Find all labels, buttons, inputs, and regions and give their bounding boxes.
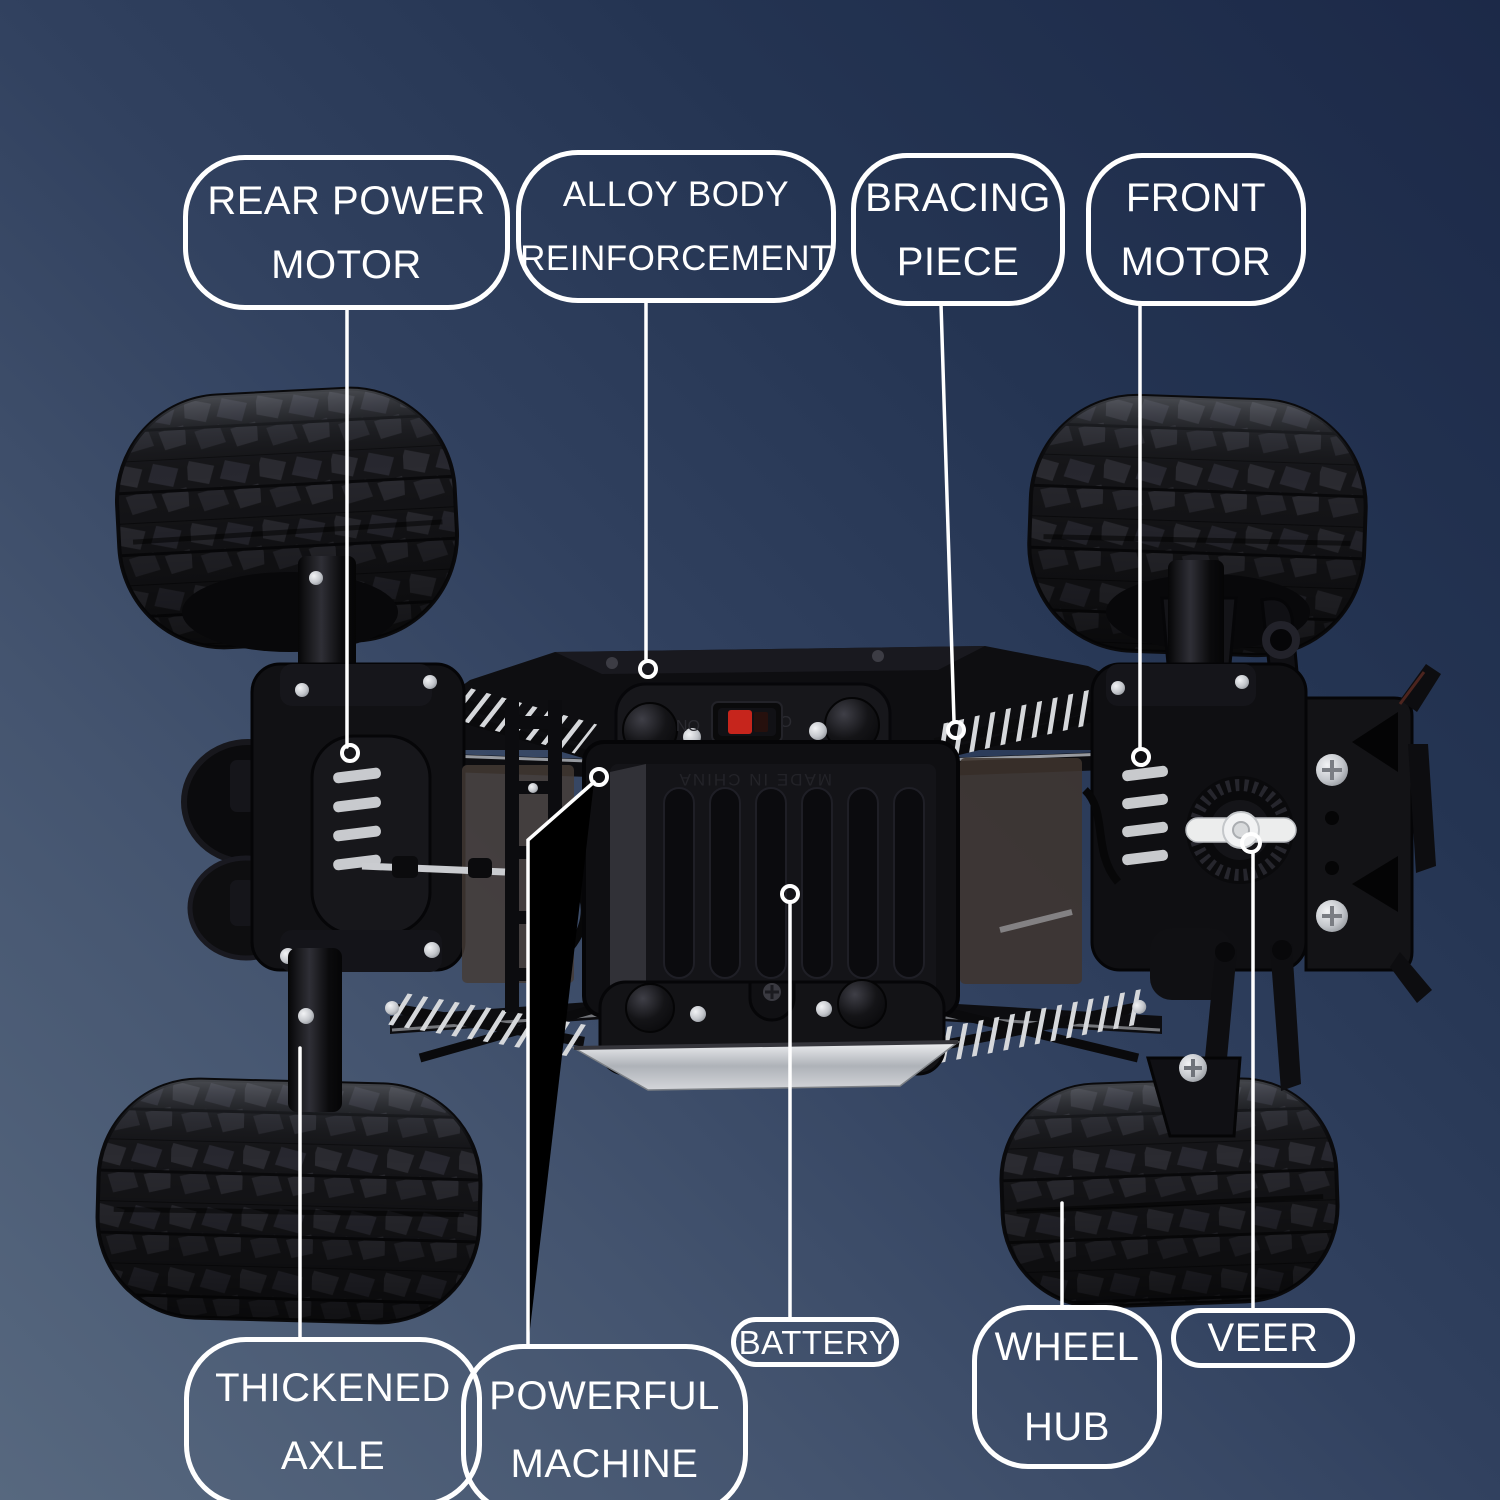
callout-front-motor: FRONT MOTOR <box>1086 153 1306 306</box>
leader-dot-front-motor <box>1131 747 1151 767</box>
front-motor-gearbox <box>1090 662 1441 1138</box>
power-switch <box>711 701 783 743</box>
callout-text: VEER <box>1207 1316 1319 1360</box>
callout-thickened-axle: THICKENED AXLE <box>184 1337 482 1500</box>
leader-lines <box>298 298 1262 1348</box>
leader-dot-powerful-machine <box>589 767 609 787</box>
callout-text: MOTOR <box>1120 239 1272 284</box>
callout-text: REAR POWER <box>207 178 486 223</box>
callout-text: POWERFUL <box>489 1374 720 1418</box>
callout-text: BATTERY <box>738 1323 892 1361</box>
leader-dot-bracing-piece <box>946 720 966 740</box>
switch-red-slider <box>728 710 752 734</box>
callout-text: BRACING <box>865 175 1051 220</box>
chrome-skid-plate <box>571 1041 961 1091</box>
leader-powerful-machine <box>526 780 596 1348</box>
callout-text: THICKENED <box>215 1366 451 1410</box>
callout-text: MACHINE <box>510 1442 699 1486</box>
callout-powerful-machine: POWERFUL MACHINE <box>461 1344 748 1500</box>
leader-dot-battery <box>780 884 800 904</box>
callout-text: WHEEL <box>994 1325 1140 1369</box>
molded-text: MADE IN CHINA <box>678 770 832 789</box>
callout-rear-power-motor: REAR POWER MOTOR <box>183 155 510 310</box>
callout-text: PIECE <box>896 239 1020 284</box>
steering-servo-dial <box>1185 776 1297 884</box>
tire-rear-bottom <box>95 1077 483 1325</box>
callout-text: HUB <box>1024 1405 1110 1449</box>
leader-dot-rear-power-motor <box>340 743 360 763</box>
tire-rear-top <box>114 386 460 650</box>
suspension-spring-bottom-right <box>937 988 1147 1063</box>
callout-text: REINFORCEMENT <box>520 238 832 278</box>
callout-veer: VEER <box>1171 1308 1355 1368</box>
callout-text: ALLOY BODY <box>562 174 790 214</box>
callout-text: MOTOR <box>271 242 422 287</box>
switch-on-label: ON <box>676 716 700 733</box>
callout-battery: BATTERY <box>731 1317 899 1367</box>
leader-bracing-piece <box>939 302 956 723</box>
battery-box: MADE IN CHINA <box>571 740 961 1091</box>
callout-bracing-piece: BRACING PIECE <box>851 153 1065 306</box>
callout-text: AXLE <box>280 1434 386 1478</box>
power-switch-housing: ON OFF <box>614 682 892 782</box>
callout-text: FRONT <box>1125 175 1267 220</box>
rear-motor-gearbox <box>181 662 466 1112</box>
callout-wheel-hub: WHEEL HUB <box>972 1305 1162 1469</box>
front-bumper <box>1304 664 1441 1003</box>
leader-dot-alloy-body <box>638 659 658 679</box>
leader-dot-veer <box>1240 832 1262 854</box>
callout-alloy-body-reinforcement: ALLOY BODY REINFORCEMENT <box>516 150 836 303</box>
front-upper-axle <box>1106 560 1310 712</box>
